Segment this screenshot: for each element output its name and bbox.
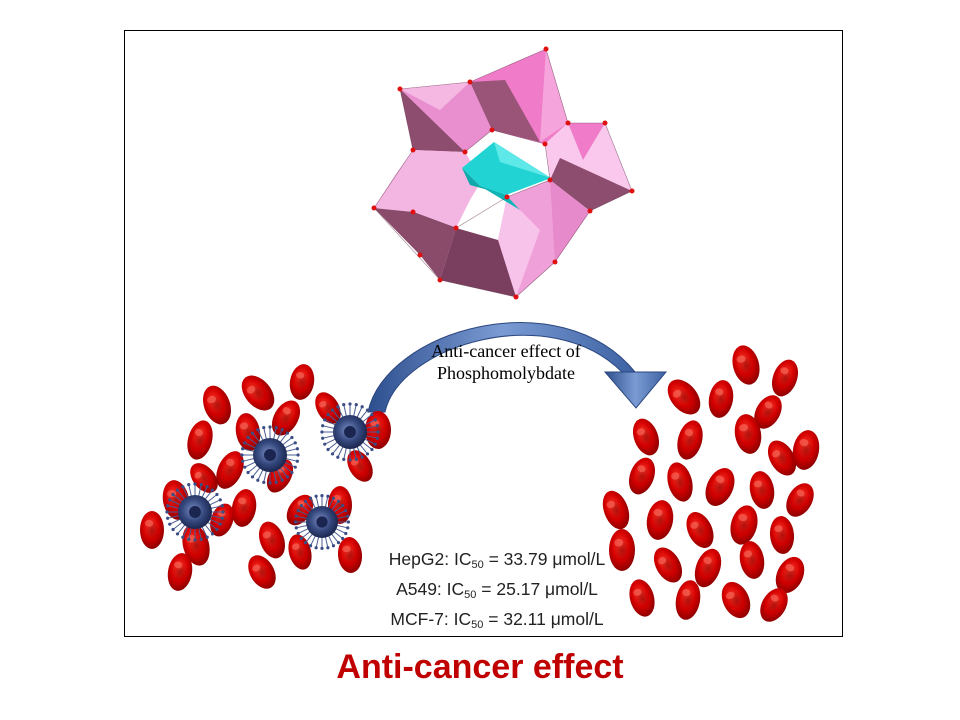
red-blood-cell-icon [786,483,814,517]
virus-icon [294,494,350,550]
arrow-label-line2: Phosphomolybdate [437,363,575,383]
red-blood-cell-icon [190,463,218,493]
red-blood-cell-icon [629,579,655,617]
red-blood-cell-icon [315,392,341,424]
red-blood-cell-icon [653,547,683,583]
red-blood-cell-icon [675,580,701,620]
curved-arrow-icon [367,322,668,413]
red-blood-cell-icon [721,581,751,619]
red-blood-cell-icon [182,524,210,566]
polyoxometalate-structure-icon [371,46,635,300]
red-blood-cell-icon [708,380,734,418]
red-blood-cell-icon [667,462,693,502]
bottom-title: Anti-cancer effect [336,648,624,686]
red-blood-cell-icon [602,490,630,530]
virus-cluster [165,402,380,550]
red-blood-cell-icon [258,521,286,559]
red-blood-cell-icon [289,364,315,400]
red-blood-cell-icon [686,512,714,548]
red-blood-cell-icon [337,537,363,573]
red-blood-cell-icon [235,413,261,451]
red-blood-cell-icon [667,379,701,415]
red-blood-cell-icon [775,556,805,594]
cancer-cell-cluster [140,364,391,591]
red-blood-cell-icon [248,555,276,589]
red-blood-cell-icon [677,420,703,460]
ic50-row-hepg2: HepG2: IC50 = 33.79 μmol/L [388,549,606,571]
arrow-label-line1: Anti-cancer effect of [431,341,581,361]
red-blood-cell-icon [609,529,635,571]
red-blood-cell-icon [730,505,758,545]
red-blood-cell-icon [739,541,765,579]
virus-icon [320,402,380,462]
ic50-results: HepG2: IC50 = 33.79 μmol/L A549: IC50 = … [352,547,642,637]
virus-icon [240,425,300,485]
red-blood-cell-icon [792,430,820,470]
ic50-row-mcf7: MCF-7: IC50 = 32.11 μmol/L [390,609,604,631]
virus-icon [165,482,225,542]
red-blood-cell-icon [216,451,244,489]
red-blood-cell-icon [705,468,735,506]
red-blood-cell-icon [754,395,782,429]
red-blood-cell-icon [732,345,760,385]
red-blood-cell-icon [241,375,275,411]
red-blood-cell-icon [202,385,232,425]
red-blood-cell-icon [187,420,213,460]
red-blood-cell-icon [167,553,193,591]
red-blood-cell-icon [749,471,775,509]
red-blood-cell-icon [694,548,722,588]
red-blood-cell-icon [769,516,795,554]
red-blood-cell-icon [231,489,257,527]
red-blood-cell-icon [760,588,788,622]
ic50-row-a549: A549: IC50 = 25.17 μmol/L [396,579,598,601]
red-blood-cell-icon [767,440,797,476]
figure-frame [124,30,843,637]
red-blood-cell-icon [734,414,762,454]
red-blood-cell-icon [628,457,656,495]
red-blood-cell-icon [771,359,799,397]
red-blood-cell-icon [646,500,674,540]
healthy-cell-cluster [602,345,820,622]
arrow-label: Anti-cancer effect of Phosphomolybdate [392,340,620,384]
red-blood-cell-icon [271,400,301,436]
red-blood-cell-icon [632,418,660,456]
red-blood-cell-icon [140,511,164,549]
